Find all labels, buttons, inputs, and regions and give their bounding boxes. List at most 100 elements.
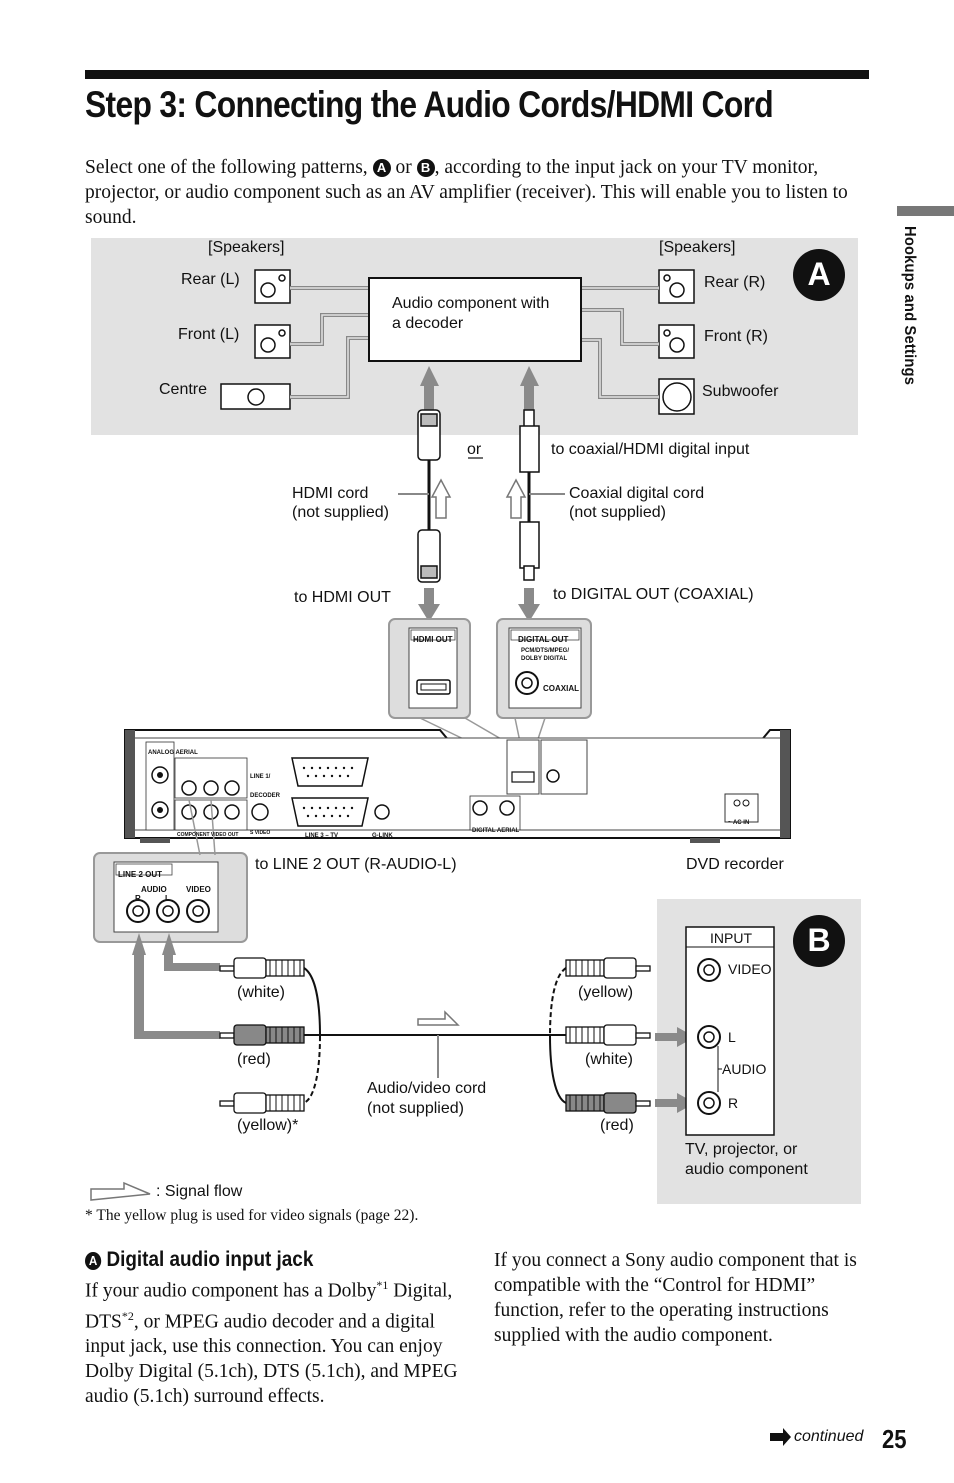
hdmi-out-magnifier xyxy=(388,618,471,719)
rear-s-video-label: S VIDEO xyxy=(250,830,271,836)
audio-component-label-1: Audio component with xyxy=(392,295,550,312)
intro-or: or xyxy=(390,157,417,178)
section-heading: A Digital audio input jack xyxy=(85,1248,313,1272)
line2-video-panel-label: VIDEO xyxy=(186,885,211,894)
line2-l-panel-label: L xyxy=(165,894,170,903)
intro-text-b: , according to the input jack on your TV… xyxy=(85,157,848,228)
line2-out-panel-label: LINE 2 OUT xyxy=(118,870,163,879)
speaker-centre xyxy=(220,383,291,410)
section-paragraph-1: If your audio component has a Dolby*1 Di… xyxy=(85,1273,465,1409)
section-heading-text: Digital audio input jack xyxy=(106,1248,314,1271)
badge-a-letter: A xyxy=(807,256,831,292)
speakers-left-label: [Speakers] xyxy=(208,239,285,256)
speakers-right-label: [Speakers] xyxy=(659,239,736,256)
coaxial-panel-label: COAXIAL xyxy=(543,684,579,693)
rca-plug-red-left xyxy=(219,1024,305,1046)
coaxial-cord xyxy=(519,409,540,581)
rear-line3-tv-label: LINE 3 – TV xyxy=(305,833,339,839)
footnote: * The yellow plug is used for video sign… xyxy=(85,1207,419,1224)
to-line2-out-label: to LINE 2 OUT (R-AUDIO-L) xyxy=(255,856,457,873)
p1-text-b: Digital, DTS xyxy=(85,1280,453,1333)
hdmi-flow-arrow xyxy=(430,478,452,519)
tv-input-label: INPUT xyxy=(710,930,752,946)
digital-out-panel-label: DIGITAL OUT xyxy=(518,635,569,644)
yellow-right-label: (yellow) xyxy=(578,984,634,1001)
pattern-b-marker: B xyxy=(416,159,435,177)
rear-glink-label: G-LINK xyxy=(372,833,393,839)
speaker-front-r xyxy=(658,324,695,359)
rear-r-label: Rear (R) xyxy=(704,274,766,291)
red-left-label: (red) xyxy=(237,1051,271,1068)
title-rule xyxy=(85,70,869,79)
speaker-rear-r xyxy=(658,269,695,304)
hdmi-cord-label-1: HDMI cord xyxy=(292,485,369,502)
page-number: 25 xyxy=(882,1424,907,1454)
section-paragraph-2: If you connect a Sony audio component th… xyxy=(494,1250,857,1346)
rear-l-label: Rear (L) xyxy=(181,271,240,288)
digital-out-formats-1: PCM/DTS/MPEG/ xyxy=(521,648,570,654)
hdmi-out-panel-label: HDMI OUT xyxy=(413,635,453,644)
tv-r-label: R xyxy=(728,1095,739,1111)
badge-b-circle xyxy=(793,915,845,967)
rca-plug-yellow-right xyxy=(565,957,651,979)
badge-b-letter: B xyxy=(807,922,831,958)
rear-component-video-out-label: COMPONENT VIDEO OUT xyxy=(177,832,239,838)
coax-cord-label-1: Coaxial digital cord xyxy=(569,485,705,502)
dvd-recorder-rear xyxy=(124,729,791,843)
coax-flow-arrow xyxy=(505,478,527,519)
rca-plug-red-right xyxy=(565,1092,651,1114)
tv-input-panel xyxy=(685,926,775,1136)
av-cord-label-1: Audio/video cord xyxy=(367,1080,487,1097)
tv-label-1: TV, projector, or xyxy=(685,1141,798,1158)
line2-audio-panel-label: AUDIO xyxy=(141,885,167,894)
line2-out-magnifier xyxy=(93,852,248,943)
audio-component-label-2: a decoder xyxy=(392,315,464,332)
pattern-a-marker: A xyxy=(372,159,391,177)
digital-out-magnifier xyxy=(496,618,592,719)
rca-plug-yellow-left xyxy=(219,1092,305,1114)
hdmi-cord-label-2: (not supplied) xyxy=(292,504,389,521)
rear-digital-aerial-label: DIGITAL AERIAL xyxy=(472,828,520,834)
signal-flow-legend-arrow xyxy=(90,1181,151,1201)
tv-signal-arrows xyxy=(655,1027,695,1113)
speaker-rear-l xyxy=(254,269,291,304)
signal-arrows-top xyxy=(420,366,539,410)
intro-paragraph: Select one of the following patterns, A … xyxy=(85,155,875,230)
or-label: or xyxy=(467,441,482,458)
tv-video-label: VIDEO xyxy=(728,961,772,977)
line2-r-panel-label: R xyxy=(135,894,141,903)
footnote-ref-2: *2 xyxy=(121,1308,134,1323)
tv-label-2: audio component xyxy=(685,1161,808,1178)
audio-component-box xyxy=(368,277,582,362)
rear-analog-aerial-label: ANALOG AERIAL xyxy=(148,750,198,756)
p1-text-c: , or MPEG audio decoder and a digital in… xyxy=(85,1311,458,1407)
yellow-left-label: (yellow)* xyxy=(237,1117,299,1134)
badge-a-circle xyxy=(793,249,845,301)
continued-arrow-icon xyxy=(770,1428,791,1446)
to-digital-out-label: to DIGITAL OUT (COAXIAL) xyxy=(553,586,754,603)
rca-plug-white-left xyxy=(219,957,305,979)
centre-label: Centre xyxy=(159,381,208,398)
coax-hdmi-input-label: to coaxial/HDMI digital input xyxy=(551,441,750,458)
p1-text-a: If your audio component has a Dolby xyxy=(85,1280,377,1302)
rear-line1-decoder-label: LINE 1/ DECODER xyxy=(250,774,281,799)
footnote-ref-1: *1 xyxy=(376,1278,389,1292)
page-title: Step 3: Connecting the Audio Cords/HDMI … xyxy=(85,84,774,125)
subwoofer-label: Subwoofer xyxy=(702,383,779,400)
section-tab xyxy=(897,206,954,216)
rca-plug-white-right xyxy=(565,1024,651,1046)
section-side-label: Hookups and Settings xyxy=(901,226,918,386)
coax-cord-label-2: (not supplied) xyxy=(569,504,666,521)
white-right-label: (white) xyxy=(585,1051,634,1068)
front-l-label: Front (L) xyxy=(178,326,240,343)
signal-arrows-down xyxy=(418,588,540,622)
rear-ac-in-label: ~ AC IN xyxy=(728,820,750,826)
red-right-label: (red) xyxy=(600,1117,634,1134)
to-hdmi-out-label: to HDMI OUT xyxy=(294,589,391,606)
section-marker: A xyxy=(85,1252,102,1270)
front-r-label: Front (R) xyxy=(704,328,768,345)
signal-flow-label: : Signal flow xyxy=(156,1183,243,1200)
av-flow-arrow xyxy=(417,1010,460,1026)
dvd-recorder-label: DVD recorder xyxy=(686,856,784,873)
